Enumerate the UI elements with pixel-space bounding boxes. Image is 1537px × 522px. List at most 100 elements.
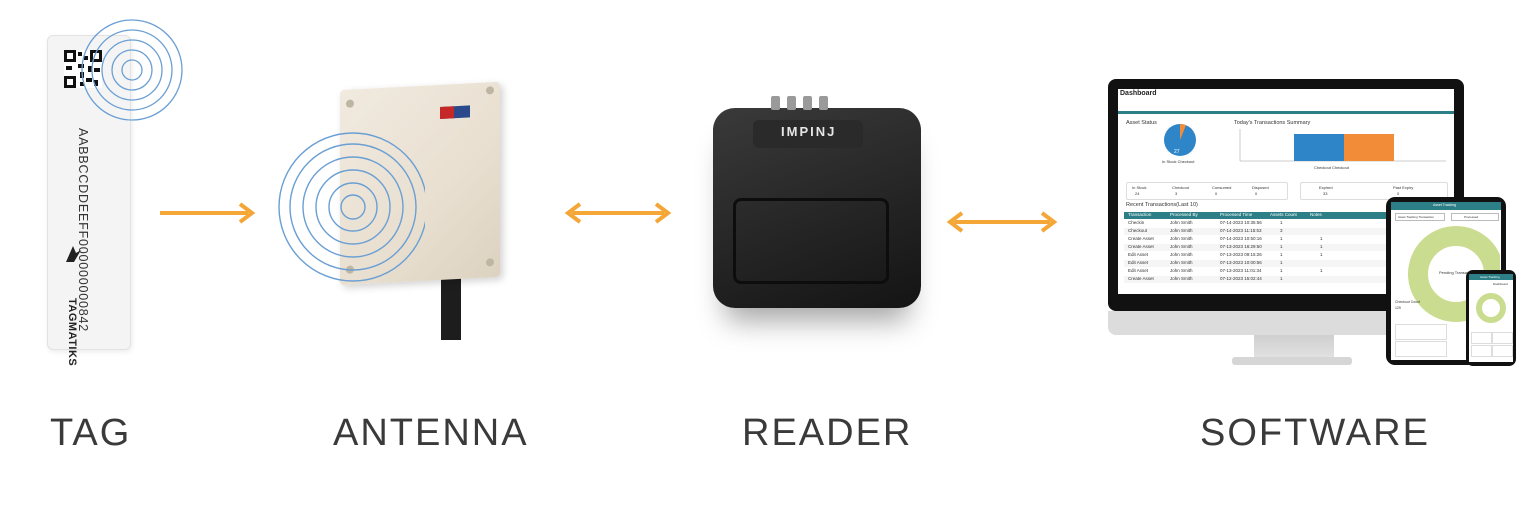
- phone-donut-chart: [1476, 293, 1506, 323]
- table-cell: John Smith: [1170, 228, 1193, 233]
- qr-code-icon: [64, 50, 102, 88]
- table-cell: 1: [1280, 236, 1283, 241]
- phone-card: [1492, 332, 1513, 344]
- port-icon: [819, 96, 828, 110]
- tablet-processed-button[interactable]: Processed: [1451, 213, 1499, 221]
- stats-right-box: Expired Past Expiry 33 0: [1300, 182, 1448, 200]
- tag-signal-waves-icon: [81, 19, 183, 121]
- recent-transactions-title: Recent Transactions(Last 10): [1126, 202, 1198, 208]
- table-cell: Create Asset: [1128, 244, 1154, 249]
- screw-icon: [346, 99, 354, 108]
- table-cell: John Smith: [1170, 244, 1193, 249]
- phone-card: [1471, 345, 1492, 357]
- table-cell: John Smith: [1170, 260, 1193, 265]
- tablet-donut-label: Pending Transaction: [1439, 270, 1476, 275]
- phone-screen: Asset Tracking Dashboard: [1469, 274, 1513, 362]
- reader-panel: [733, 198, 889, 284]
- asset-status-title: Asset Status: [1126, 120, 1157, 126]
- caption-software: SOFTWARE: [1200, 412, 1430, 454]
- table-cell: 1: [1320, 244, 1323, 249]
- table-row: Checkout John Smith 07-14-2023 11:15:53 3: [1124, 228, 1449, 235]
- port-icon: [803, 96, 812, 110]
- phone-card: [1471, 332, 1492, 344]
- table-cell: Create Asset: [1128, 276, 1154, 281]
- table-cell: 07-12-2023 15:02:44: [1220, 276, 1262, 281]
- table-cell: Create Asset: [1128, 236, 1154, 241]
- screw-icon: [486, 258, 494, 267]
- summary-legend: Checkout Checkout: [1314, 165, 1349, 170]
- table-cell: 1: [1280, 244, 1283, 249]
- table-cell: Checkin: [1128, 220, 1145, 225]
- screw-icon: [486, 86, 494, 95]
- table-cell: 1: [1280, 268, 1283, 273]
- antenna-pole: [441, 268, 461, 340]
- caption-tag: TAG: [50, 412, 132, 454]
- transactions-table-header: Transaction Processed By Processed Time …: [1124, 212, 1449, 219]
- pie-legend: In Stock Checkout: [1162, 159, 1195, 164]
- tablet-card: [1395, 341, 1447, 357]
- monitor-foot: [1232, 357, 1352, 365]
- table-cell: 1: [1280, 260, 1283, 265]
- caption-antenna: ANTENNA: [333, 412, 529, 454]
- table-cell: John Smith: [1170, 236, 1193, 241]
- caption-reader: READER: [742, 412, 913, 454]
- table-cell: John Smith: [1170, 220, 1193, 225]
- tag-code-text: AABBCCDDEEFF000000000842: [76, 128, 90, 333]
- dashboard-screen: Dashboard Asset Status 27 In Stock Check…: [1118, 89, 1454, 294]
- table-cell: 1: [1280, 220, 1283, 225]
- table-cell: John Smith: [1170, 252, 1193, 257]
- port-icon: [771, 96, 780, 110]
- pie-value: 27: [1174, 149, 1180, 155]
- dashboard-title: Dashboard: [1120, 90, 1157, 97]
- dashboard-accent-bar: [1118, 111, 1454, 114]
- phone-device: Asset Tracking Dashboard: [1466, 270, 1516, 366]
- phone-tab: Dashboard: [1493, 282, 1508, 286]
- table-cell: 1: [1280, 276, 1283, 281]
- table-cell: Checkout: [1128, 228, 1148, 233]
- rfid-reader: IMPINJ: [713, 96, 921, 308]
- table-row: Create Asset John Smith 07-12-2023 15:02:4…: [1124, 276, 1449, 283]
- table-cell: 07-14-2023 10:35:56: [1220, 220, 1262, 225]
- phone-card: [1492, 345, 1513, 357]
- summary-title: Today's Transactions Summary: [1234, 120, 1311, 126]
- stats-left-box: In Stock Checkout Consumed Disposed 24 3…: [1126, 182, 1288, 200]
- tablet-header: Asset Tracking: [1391, 202, 1501, 210]
- tag-brand-text: TAGMATIKS: [66, 298, 78, 367]
- summary-bar-chart: [1239, 129, 1446, 162]
- table-row: Create Asset John Smith 07-13-2023 16:29:5…: [1124, 244, 1449, 251]
- table-cell: 07-13-2023 10:00:56: [1220, 260, 1262, 265]
- arrow-reader-software: [946, 211, 1058, 233]
- reader-brand: IMPINJ: [781, 124, 837, 139]
- table-cell: Edit Asset: [1128, 268, 1149, 273]
- table-cell: 07-14-2023 11:15:53: [1220, 228, 1262, 233]
- table-cell: 1: [1320, 268, 1323, 273]
- antenna-signal-waves-icon: [278, 132, 425, 282]
- phone-header: Asset Tracking: [1469, 274, 1513, 280]
- table-row: Edit Asset John Smith 07-13-2023 11:01:34 1…: [1124, 268, 1449, 275]
- tablet-card: [1395, 324, 1447, 340]
- port-icon: [787, 96, 796, 110]
- tablet-donut-sub: Checkout Count: [1395, 300, 1421, 304]
- table-cell: 07-14-2023 10:50:16: [1220, 236, 1262, 241]
- table-cell: 1: [1320, 236, 1323, 241]
- table-cell: 1: [1280, 252, 1283, 257]
- antenna-badge-icon: [440, 105, 470, 119]
- table-cell: 3: [1280, 228, 1283, 233]
- table-row: Checkin John Smith 07-14-2023 10:35:56 1: [1124, 220, 1449, 227]
- rfid-tag: AABBCCDDEEFF000000000842 TAGMATIKS: [47, 35, 131, 366]
- tablet-transaction-button[interactable]: Asset Tracking Transaction: [1395, 213, 1445, 221]
- table-cell: 07-13-2023 16:29:50: [1220, 244, 1262, 249]
- table-cell: John Smith: [1170, 268, 1193, 273]
- arrow-antenna-reader: [564, 202, 672, 224]
- table-row: Edit Asset John Smith 07-13-2023 10:00:56 1: [1124, 260, 1449, 267]
- tagmatiks-logo-icon: [66, 246, 81, 262]
- desktop-monitor: Dashboard Asset Status 27 In Stock Check…: [1108, 79, 1464, 311]
- table-cell: Edit Asset: [1128, 260, 1149, 265]
- table-cell: 1: [1320, 252, 1323, 257]
- asset-status-pie: [1164, 124, 1196, 156]
- table-cell: John Smith: [1170, 276, 1193, 281]
- table-cell: 07-13-2023 11:01:34: [1220, 268, 1262, 273]
- monitor-stand: [1254, 335, 1334, 361]
